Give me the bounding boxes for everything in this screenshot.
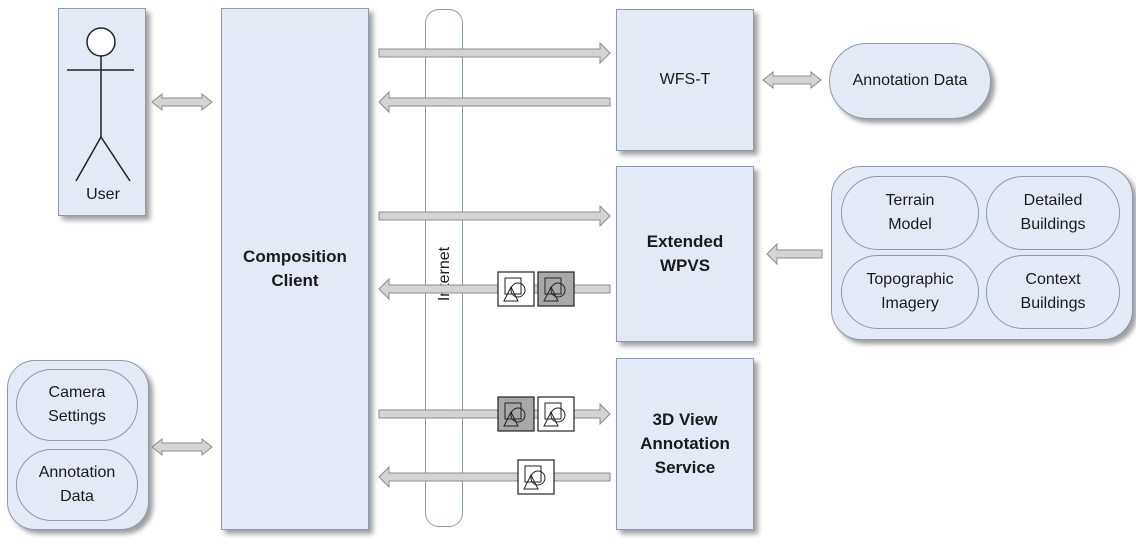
wfs-data-double-arrow [762,70,822,90]
annotation-service-label: 3D View [652,410,718,429]
annotation-to-client-arrow [378,465,611,489]
client-to-wfs-arrow [378,41,611,65]
client-to-annotation-arrow [378,402,611,426]
inputs-client-double-arrow [151,437,213,457]
stick-figure-icon [67,27,134,182]
annotation-service-label-3: Service [654,458,716,477]
composition-client-label: Composition Client [243,247,347,290]
color-image-icon [497,271,535,307]
annotation-service-box: 3D View Annotation Service [616,358,754,530]
color-image-icon [537,396,575,432]
wfs-t-label: WFS-T [659,71,711,88]
wpvs-to-client-arrow [378,277,611,301]
user-client-double-arrow [151,92,213,112]
depth-image-icon [497,396,535,432]
depth-image-icon [537,271,575,307]
wpvs-label-2: WPVS [659,256,711,275]
wfs-t-box: WFS-T [616,9,754,151]
annotated-image-icon [517,459,555,495]
wfs-to-client-arrow [378,90,611,114]
annotation-data-store-label: Annotation Data [852,72,968,89]
annotation-service-label-2: Annotation [640,434,730,453]
user-box: User [58,8,146,216]
internet-bar: Internet [425,9,463,527]
wpvs-box: Extended WPVS [616,166,754,342]
client-to-wpvs-arrow [378,204,611,228]
user-label: User [86,186,120,203]
wpvs-label: Extended [646,232,724,251]
sources-to-wpvs-arrow [766,242,823,266]
composition-client-box: Composition Client [221,8,369,530]
annotation-data-store: Annotation Data [829,43,991,119]
